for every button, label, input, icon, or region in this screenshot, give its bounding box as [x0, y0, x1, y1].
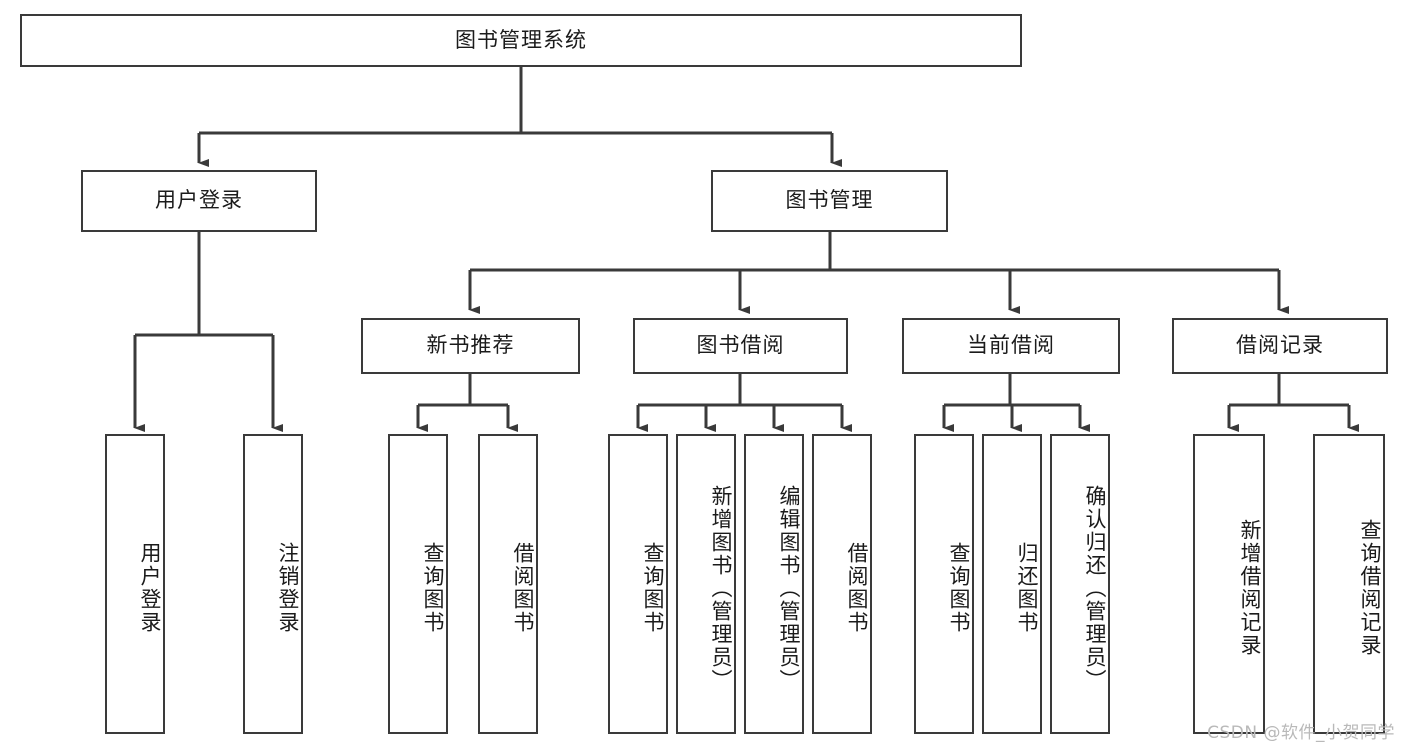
node-label: 图书借阅: [696, 333, 785, 358]
node-label: 借阅图书: [845, 542, 869, 634]
node-book-management[interactable]: 图书管理: [711, 170, 948, 232]
node-label: 查询图书: [641, 542, 665, 634]
leaf-logout-login[interactable]: 注销登录: [243, 434, 303, 734]
leaf-add-borrow-record[interactable]: 新增借阅记录: [1193, 434, 1265, 734]
node-label: 确认归还（管理员）: [1083, 484, 1107, 692]
watermark: CSDN @软件_小贺同学: [1207, 723, 1395, 743]
node-label: 查询借阅记录: [1358, 519, 1382, 657]
node-new-book-recommend[interactable]: 新书推荐: [361, 318, 580, 374]
node-label: 当前借阅: [967, 333, 1055, 358]
leaf-query-book-recommend[interactable]: 查询图书: [388, 434, 448, 734]
node-current-borrow[interactable]: 当前借阅: [902, 318, 1120, 374]
node-label: 用户登录: [138, 542, 162, 634]
leaf-confirm-return-admin[interactable]: 确认归还（管理员）: [1050, 434, 1110, 734]
node-root-book-management-system[interactable]: 图书管理系统: [20, 14, 1022, 67]
node-borrow-record[interactable]: 借阅记录: [1172, 318, 1388, 374]
node-label: 借阅记录: [1236, 333, 1324, 358]
node-label: 图书管理系统: [455, 27, 587, 52]
node-label: 用户登录: [155, 188, 243, 213]
node-label: 归还图书: [1015, 542, 1039, 634]
node-label: 注销登录: [276, 542, 300, 634]
node-label: 编辑图书（管理员）: [777, 484, 801, 692]
leaf-return-book[interactable]: 归还图书: [982, 434, 1042, 734]
leaf-add-book-admin[interactable]: 新增图书（管理员）: [676, 434, 736, 734]
leaf-edit-book-admin[interactable]: 编辑图书（管理员）: [744, 434, 804, 734]
leaf-query-borrow-record[interactable]: 查询借阅记录: [1313, 434, 1385, 734]
node-label: 查询图书: [947, 542, 971, 634]
node-label: 新增借阅记录: [1238, 519, 1262, 657]
leaf-query-book-borrow[interactable]: 查询图书: [608, 434, 668, 734]
node-label: 新增图书（管理员）: [709, 484, 733, 692]
leaf-borrow-book[interactable]: 借阅图书: [812, 434, 872, 734]
node-label: 查询图书: [421, 542, 445, 634]
node-label: 新书推荐: [426, 333, 515, 358]
leaf-borrow-book-recommend[interactable]: 借阅图书: [478, 434, 538, 734]
leaf-user-login[interactable]: 用户登录: [105, 434, 165, 734]
node-book-borrow[interactable]: 图书借阅: [633, 318, 848, 374]
node-label: 借阅图书: [511, 542, 535, 634]
leaf-query-book-current[interactable]: 查询图书: [914, 434, 974, 734]
node-user-login[interactable]: 用户登录: [81, 170, 317, 232]
node-label: 图书管理: [785, 188, 874, 213]
